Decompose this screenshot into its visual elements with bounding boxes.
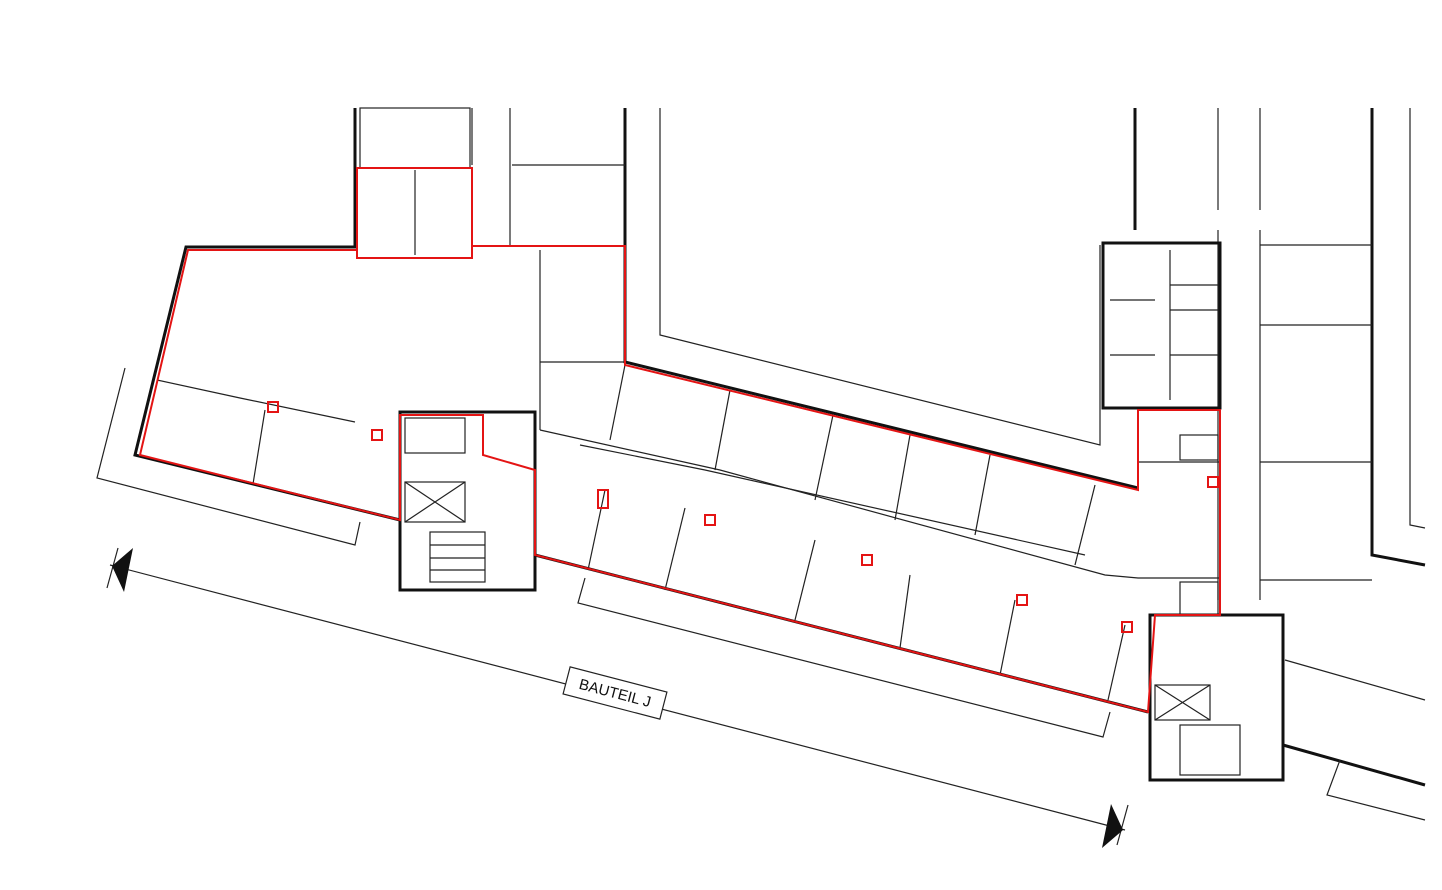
stair-core-left bbox=[398, 410, 537, 592]
room-partitions bbox=[156, 250, 1220, 701]
highlighted-area-outline bbox=[138, 167, 1221, 714]
outline-offsets bbox=[96, 367, 1426, 821]
arrow-left-icon bbox=[112, 548, 133, 592]
arrow-right-icon bbox=[1102, 804, 1123, 848]
stairs bbox=[429, 531, 486, 583]
exterior-walls bbox=[133, 108, 1426, 787]
section-label: BAUTEIL J bbox=[562, 666, 668, 720]
toilet-block-right bbox=[1101, 241, 1222, 410]
wc-block-top bbox=[359, 107, 471, 255]
